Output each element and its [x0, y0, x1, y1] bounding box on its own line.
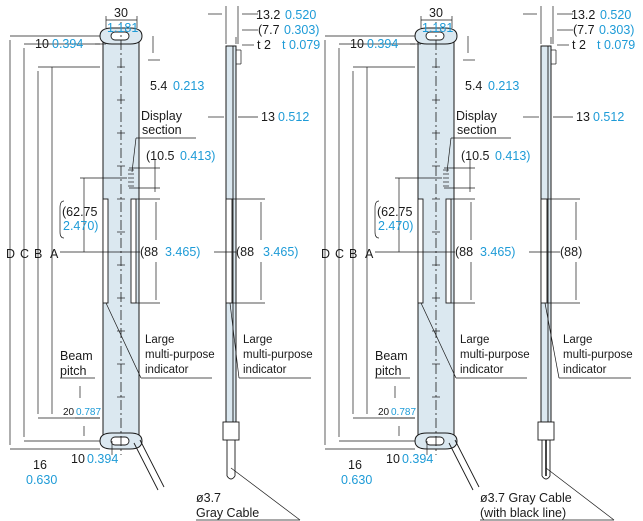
- dim-c-label: C: [20, 247, 29, 261]
- bottom-mm: 10: [71, 452, 85, 466]
- ind-mm: (88: [140, 245, 158, 259]
- dim-d-label: D: [6, 247, 15, 261]
- display-width-in: 0.413): [180, 149, 215, 163]
- side1-ind-label-1: Large: [243, 334, 272, 346]
- v2-dim-c-label: C: [335, 247, 344, 261]
- mount-top-mm: 10: [35, 37, 49, 51]
- beam-label-2: pitch: [60, 364, 86, 378]
- front-view-1: D C B A 30 1.181 10 0.394 5.4 0.213 Disp…: [6, 6, 215, 491]
- v2-ind-label-2: multi-purpose: [460, 349, 530, 361]
- side1-t-mm: t 2: [257, 38, 271, 52]
- display-label-1: Display: [141, 109, 183, 123]
- v2-pos-in: 2.470): [378, 219, 413, 233]
- v2-dim-d-label: D: [321, 247, 330, 261]
- v2-dim-a-label: A: [365, 247, 374, 261]
- side1-cable-1: ø3.7: [196, 491, 221, 505]
- side2-ind-label-3: indicator: [563, 364, 607, 376]
- foot-in: 0.630: [26, 473, 57, 487]
- v2-beam-label-1: Beam: [375, 349, 408, 363]
- bottom-in: 0.394: [87, 452, 118, 466]
- side1-ind-label-2: multi-purpose: [243, 349, 313, 361]
- v2-top-hole-in: 0.213: [488, 79, 519, 93]
- v2-ind-in: 3.465): [480, 245, 515, 259]
- side1-t-in: t 0.079: [282, 38, 320, 52]
- top-hole-in: 0.213: [173, 79, 204, 93]
- v2-mount-top-in: 0.394: [367, 37, 398, 51]
- v2-ind-mm: (88: [455, 245, 473, 259]
- pitch-mm: 20: [63, 407, 75, 418]
- side1-w-in: 0.512: [278, 110, 309, 124]
- top-hole-mm: 5.4: [150, 79, 167, 93]
- side2-t-in: t 0.079: [597, 38, 635, 52]
- ind-label-2: multi-purpose: [145, 349, 215, 361]
- pos-in: 2.470): [63, 219, 98, 233]
- side1-ind-label-3: indicator: [243, 364, 287, 376]
- foot-mm: 16: [33, 458, 47, 472]
- v2-beam-label-2: pitch: [375, 364, 401, 378]
- v2-display-label-1: Display: [456, 109, 498, 123]
- v2-pitch-mm: 20: [378, 407, 390, 418]
- side2-cable-2: (with black line): [480, 506, 566, 520]
- v2-top-hole-mm: 5.4: [465, 79, 482, 93]
- v2-pos-mm: (62.75: [377, 205, 412, 219]
- front-view-2: D C B A 30 1.181 10 0.394 5.4 0.213 Disp…: [321, 6, 530, 491]
- v2-dim-b-label: B: [349, 247, 357, 261]
- side2-cable-1: ø3.7 Gray Cable: [480, 491, 572, 505]
- side2-w-in: 0.512: [593, 110, 624, 124]
- side1-d2-mm: (7.7: [258, 23, 280, 37]
- v2-bottom-in: 0.394: [402, 452, 433, 466]
- side1-ind-in: 3.465): [263, 245, 298, 259]
- mount-top-in: 0.394: [52, 37, 83, 51]
- v2-bottom-mm: 10: [386, 452, 400, 466]
- v2-foot-mm: 16: [348, 458, 362, 472]
- beam-label-1: Beam: [60, 349, 93, 363]
- v2-ind-label-1: Large: [460, 334, 489, 346]
- side2-ind-label-1: Large: [563, 334, 592, 346]
- display-label-2: section: [142, 123, 182, 137]
- width-in: 1.181: [107, 21, 138, 35]
- ind-label-3: indicator: [145, 364, 189, 376]
- side1-cable-2: Gray Cable: [196, 506, 259, 520]
- side1-d1-in: 0.520: [285, 8, 316, 22]
- side2-d1-mm: 13.2: [571, 8, 595, 22]
- v2-ind-label-3: indicator: [460, 364, 504, 376]
- side-view-1: 13.2 0.520 (7.7 0.303) t 2 t 0.079 13 0.…: [196, 6, 320, 521]
- v2-display-label-2: section: [457, 123, 497, 137]
- v2-display-width-mm: (10.5: [461, 149, 490, 163]
- side2-w-mm: 13: [576, 110, 590, 124]
- width-mm: 30: [114, 6, 128, 20]
- side1-d2-in: 0.303): [284, 23, 319, 37]
- side2-t-mm: t 2: [572, 38, 586, 52]
- dim-a-label: A: [50, 247, 59, 261]
- v2-width-mm: 30: [429, 6, 443, 20]
- side2-ind-mm: (88): [560, 245, 582, 259]
- side2-ind-label-2: multi-purpose: [563, 349, 633, 361]
- pos-mm: (62.75: [62, 205, 97, 219]
- v2-foot-in: 0.630: [341, 473, 372, 487]
- side1-ind-mm: (88: [236, 245, 254, 259]
- v2-width-in: 1.181: [422, 21, 453, 35]
- pitch-in: 0.787: [76, 407, 101, 418]
- side1-w-mm: 13: [261, 110, 275, 124]
- v2-pitch-in: 0.787: [391, 407, 416, 418]
- dim-b-label: B: [34, 247, 42, 261]
- ind-label-1: Large: [145, 334, 174, 346]
- side2-d2-mm: (7.7: [573, 23, 595, 37]
- side2-d1-in: 0.520: [600, 8, 631, 22]
- side-view-2: 13.2 0.520 (7.7 0.303) t 2 t 0.079 13 0.…: [480, 6, 635, 521]
- side2-d2-in: 0.303): [599, 23, 634, 37]
- display-width-mm: (10.5: [146, 149, 175, 163]
- v2-display-width-in: 0.413): [495, 149, 530, 163]
- v2-mount-top-mm: 10: [350, 37, 364, 51]
- side1-d1-mm: 13.2: [256, 8, 280, 22]
- ind-in: 3.465): [165, 245, 200, 259]
